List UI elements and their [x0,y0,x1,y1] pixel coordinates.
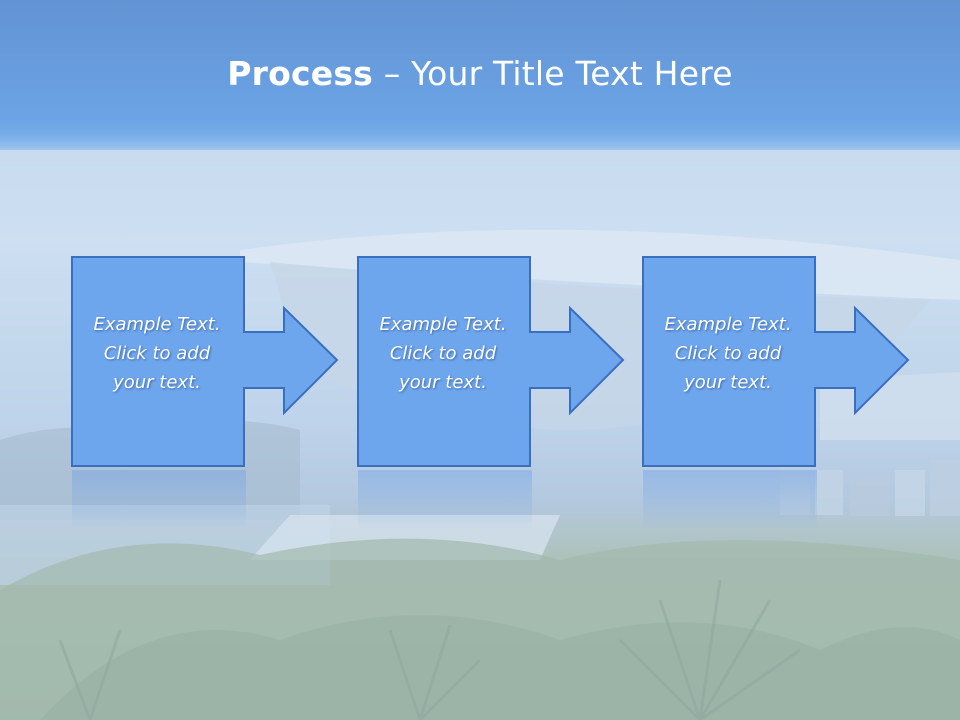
step-text-line1: Example Text. [379,314,507,335]
step-text-line2: Click to add [389,343,497,364]
step-reflection [72,470,246,530]
step-arrow-shape [357,256,625,467]
step-arrow-shape [642,256,910,467]
process-step-3[interactable]: Example Text. Click to add your text. [642,256,960,468]
process-step-2[interactable]: Example Text. Click to add your text. [357,256,697,468]
step-text-line1: Example Text. [664,314,792,335]
step-text-line2: Click to add [103,343,211,364]
process-step-1[interactable]: Example Text. Click to add your text. [71,256,411,468]
step-reflection [643,470,817,530]
step-text-line2: Click to add [674,343,782,364]
title-band [0,0,960,150]
step-reflection [358,470,532,530]
step-arrow-shape [71,256,339,467]
step-text[interactable]: Example Text. Click to add your text. [357,310,529,397]
page-title[interactable]: Process – Your Title Text Here [0,54,960,93]
step-text[interactable]: Example Text. Click to add your text. [642,310,814,397]
step-text-line3: your text. [399,372,487,393]
step-text-line3: your text. [684,372,772,393]
step-text[interactable]: Example Text. Click to add your text. [71,310,243,397]
step-text-line3: your text. [113,372,201,393]
title-rest: – Your Title Text Here [373,54,733,93]
title-bold: Process [227,54,374,93]
step-text-line1: Example Text. [93,314,221,335]
